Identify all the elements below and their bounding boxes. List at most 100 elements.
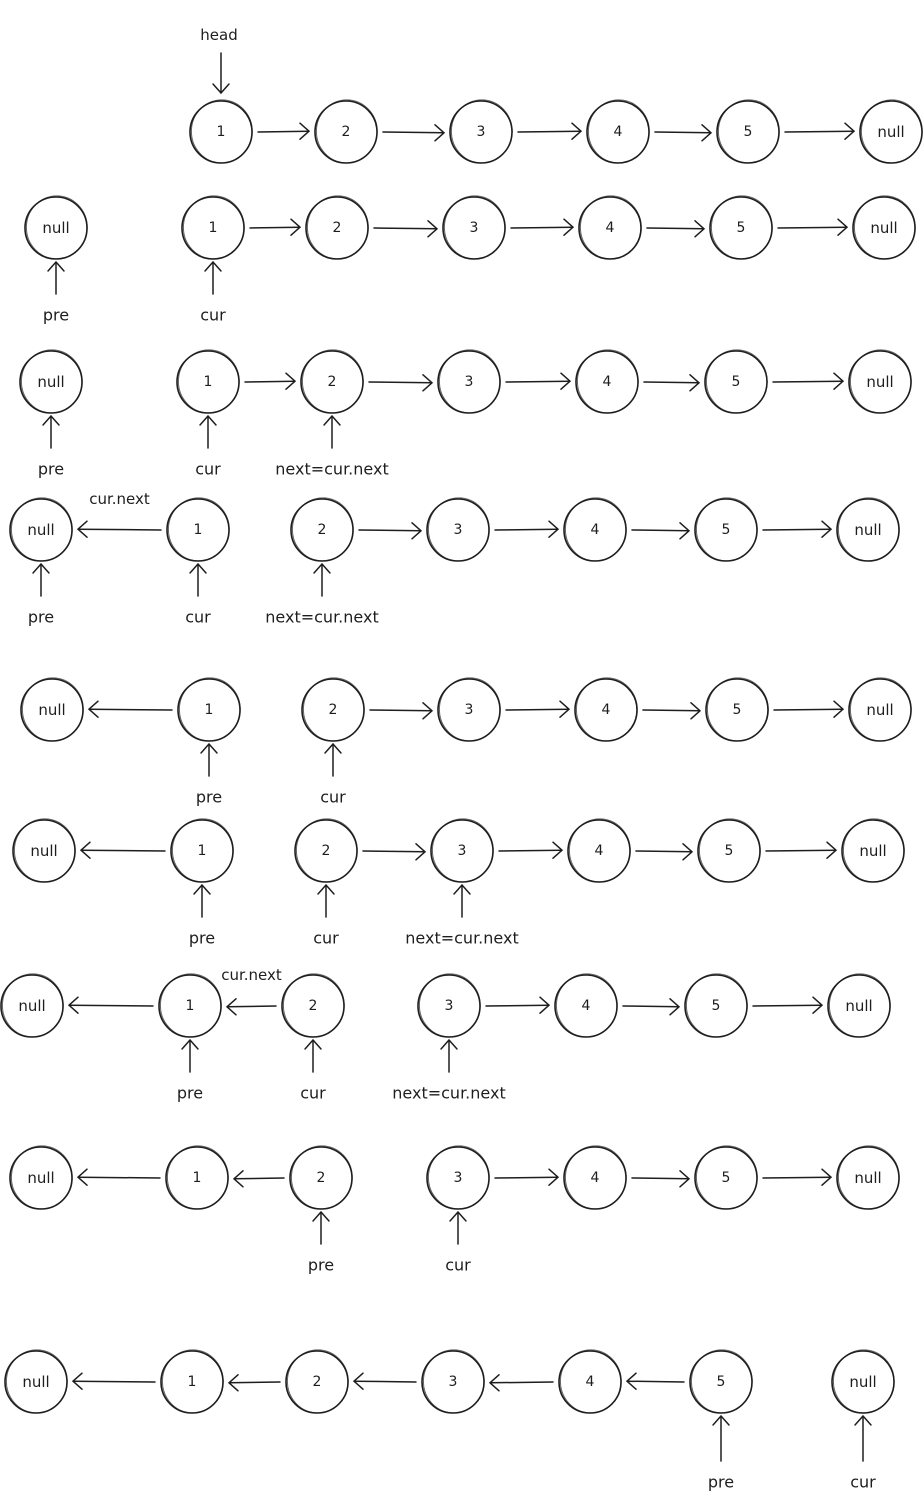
node-value: 2 bbox=[313, 1374, 322, 1390]
arrow-shaft bbox=[498, 849, 563, 852]
next-pointer-arrow bbox=[622, 998, 680, 1016]
next-pointer-arrow bbox=[646, 220, 705, 238]
list-node: 5 bbox=[684, 973, 748, 1038]
pointer-text: cur bbox=[313, 929, 339, 948]
node-value: 1 bbox=[217, 124, 226, 140]
arrow-shaft bbox=[77, 528, 162, 531]
next-pointer-arrow bbox=[353, 1372, 417, 1390]
next-pointer-arrow bbox=[517, 122, 582, 140]
pointer-label-cur: cur bbox=[313, 884, 339, 948]
node-value: null bbox=[866, 701, 893, 719]
node-value: 2 bbox=[333, 220, 342, 236]
arrowhead-icon bbox=[563, 218, 574, 236]
next-pointer-arrow bbox=[88, 700, 173, 718]
list-node: 5 bbox=[694, 1145, 758, 1210]
pointer-text: pre bbox=[189, 929, 215, 948]
arrow-shaft bbox=[635, 850, 693, 853]
node-value: 2 bbox=[329, 702, 338, 718]
arrow-shaft bbox=[784, 130, 855, 133]
node-circle-sketch bbox=[1, 973, 64, 1038]
node-value: 3 bbox=[454, 522, 463, 538]
arrowhead-icon bbox=[559, 700, 570, 718]
arrow-shaft bbox=[762, 1176, 832, 1179]
node-circle-sketch bbox=[438, 349, 501, 414]
list-node: null bbox=[831, 1349, 895, 1414]
node-circle-sketch bbox=[21, 677, 84, 742]
list-node: null bbox=[20, 677, 84, 742]
node-circle-sketch bbox=[832, 1349, 895, 1414]
arrow-shaft bbox=[643, 381, 700, 384]
list-node: 5 bbox=[716, 99, 780, 164]
node-circle-sketch bbox=[295, 818, 358, 883]
node-circle-sketch bbox=[860, 99, 923, 164]
list-node: null bbox=[848, 349, 912, 414]
node-circle-sketch bbox=[159, 973, 222, 1038]
next-pointer-arrow bbox=[772, 372, 844, 390]
node-value: 5 bbox=[717, 1374, 726, 1390]
node-circle-sketch bbox=[559, 1349, 622, 1414]
node-circle-sketch bbox=[427, 1145, 490, 1210]
list-node: 3 bbox=[417, 973, 481, 1038]
arrowhead-icon bbox=[193, 884, 211, 895]
node-circle-sketch bbox=[302, 677, 365, 742]
arrowhead-icon bbox=[833, 700, 844, 718]
arrowhead-icon bbox=[312, 1211, 330, 1222]
node-value: 2 bbox=[322, 843, 331, 859]
pointer-text: next=cur.next bbox=[275, 460, 388, 479]
list-node: 3 bbox=[426, 1145, 490, 1210]
list-node: 2 bbox=[290, 497, 354, 562]
list-node: null bbox=[848, 677, 912, 742]
list-node: 5 bbox=[689, 1349, 753, 1414]
next-pointer-arrow bbox=[626, 1372, 685, 1390]
list-node: 3 bbox=[442, 195, 506, 260]
node-circle-sketch bbox=[576, 349, 639, 414]
pointer-label-pre: pre bbox=[28, 563, 54, 627]
pointer-label-next-cur-next: next=cur.next bbox=[392, 1039, 506, 1103]
list-node: 5 bbox=[705, 677, 769, 742]
list-node: 2 bbox=[301, 677, 365, 742]
node-circle-sketch bbox=[837, 497, 900, 562]
list-node: null bbox=[836, 1145, 900, 1210]
arrowhead-icon bbox=[77, 520, 88, 538]
node-value: null bbox=[22, 1373, 49, 1391]
node-circle-sketch bbox=[438, 677, 501, 742]
pointer-label-pre: pre bbox=[196, 743, 222, 807]
next-pointer-arrow bbox=[631, 1170, 690, 1188]
pointer-label-pre: pre bbox=[38, 415, 64, 479]
pointer-label-pre: pre bbox=[308, 1211, 334, 1275]
list-node: 1 bbox=[170, 818, 234, 883]
node-circle-sketch bbox=[849, 349, 912, 414]
node-circle-sketch bbox=[579, 195, 642, 260]
arrow-shaft bbox=[88, 708, 173, 711]
pointer-text: cur bbox=[200, 306, 226, 325]
node-circle-sketch bbox=[706, 677, 769, 742]
arrowhead-icon bbox=[353, 1372, 364, 1390]
list-node: 4 bbox=[578, 195, 642, 260]
next-pointer-arrow bbox=[631, 522, 690, 540]
next-pointer-arrow bbox=[752, 996, 823, 1014]
node-circle-sketch bbox=[564, 1145, 627, 1210]
arrowhead-icon bbox=[189, 563, 207, 574]
arrowhead-icon bbox=[571, 122, 582, 140]
pointer-text: next=cur.next bbox=[392, 1084, 505, 1103]
next-pointer-arrow bbox=[494, 1168, 559, 1186]
arrow-shaft bbox=[77, 1176, 161, 1179]
node-value: 5 bbox=[732, 374, 741, 390]
arrow-shaft bbox=[368, 381, 433, 384]
list-node: 4 bbox=[558, 1349, 622, 1414]
node-value: 4 bbox=[603, 374, 612, 390]
list-node: null bbox=[0, 973, 64, 1038]
arrowhead-icon bbox=[422, 702, 433, 720]
arrowhead-icon bbox=[233, 1170, 244, 1188]
list-node: 2 bbox=[300, 349, 364, 414]
pointer-text: pre bbox=[177, 1084, 203, 1103]
arrowhead-icon bbox=[552, 841, 563, 859]
list-node: 2 bbox=[281, 973, 345, 1038]
arrow-shaft bbox=[646, 227, 705, 230]
list-node: null bbox=[852, 195, 916, 260]
pointer-text: pre bbox=[28, 608, 54, 627]
list-node: 4 bbox=[563, 497, 627, 562]
arrow-shaft bbox=[505, 708, 570, 711]
